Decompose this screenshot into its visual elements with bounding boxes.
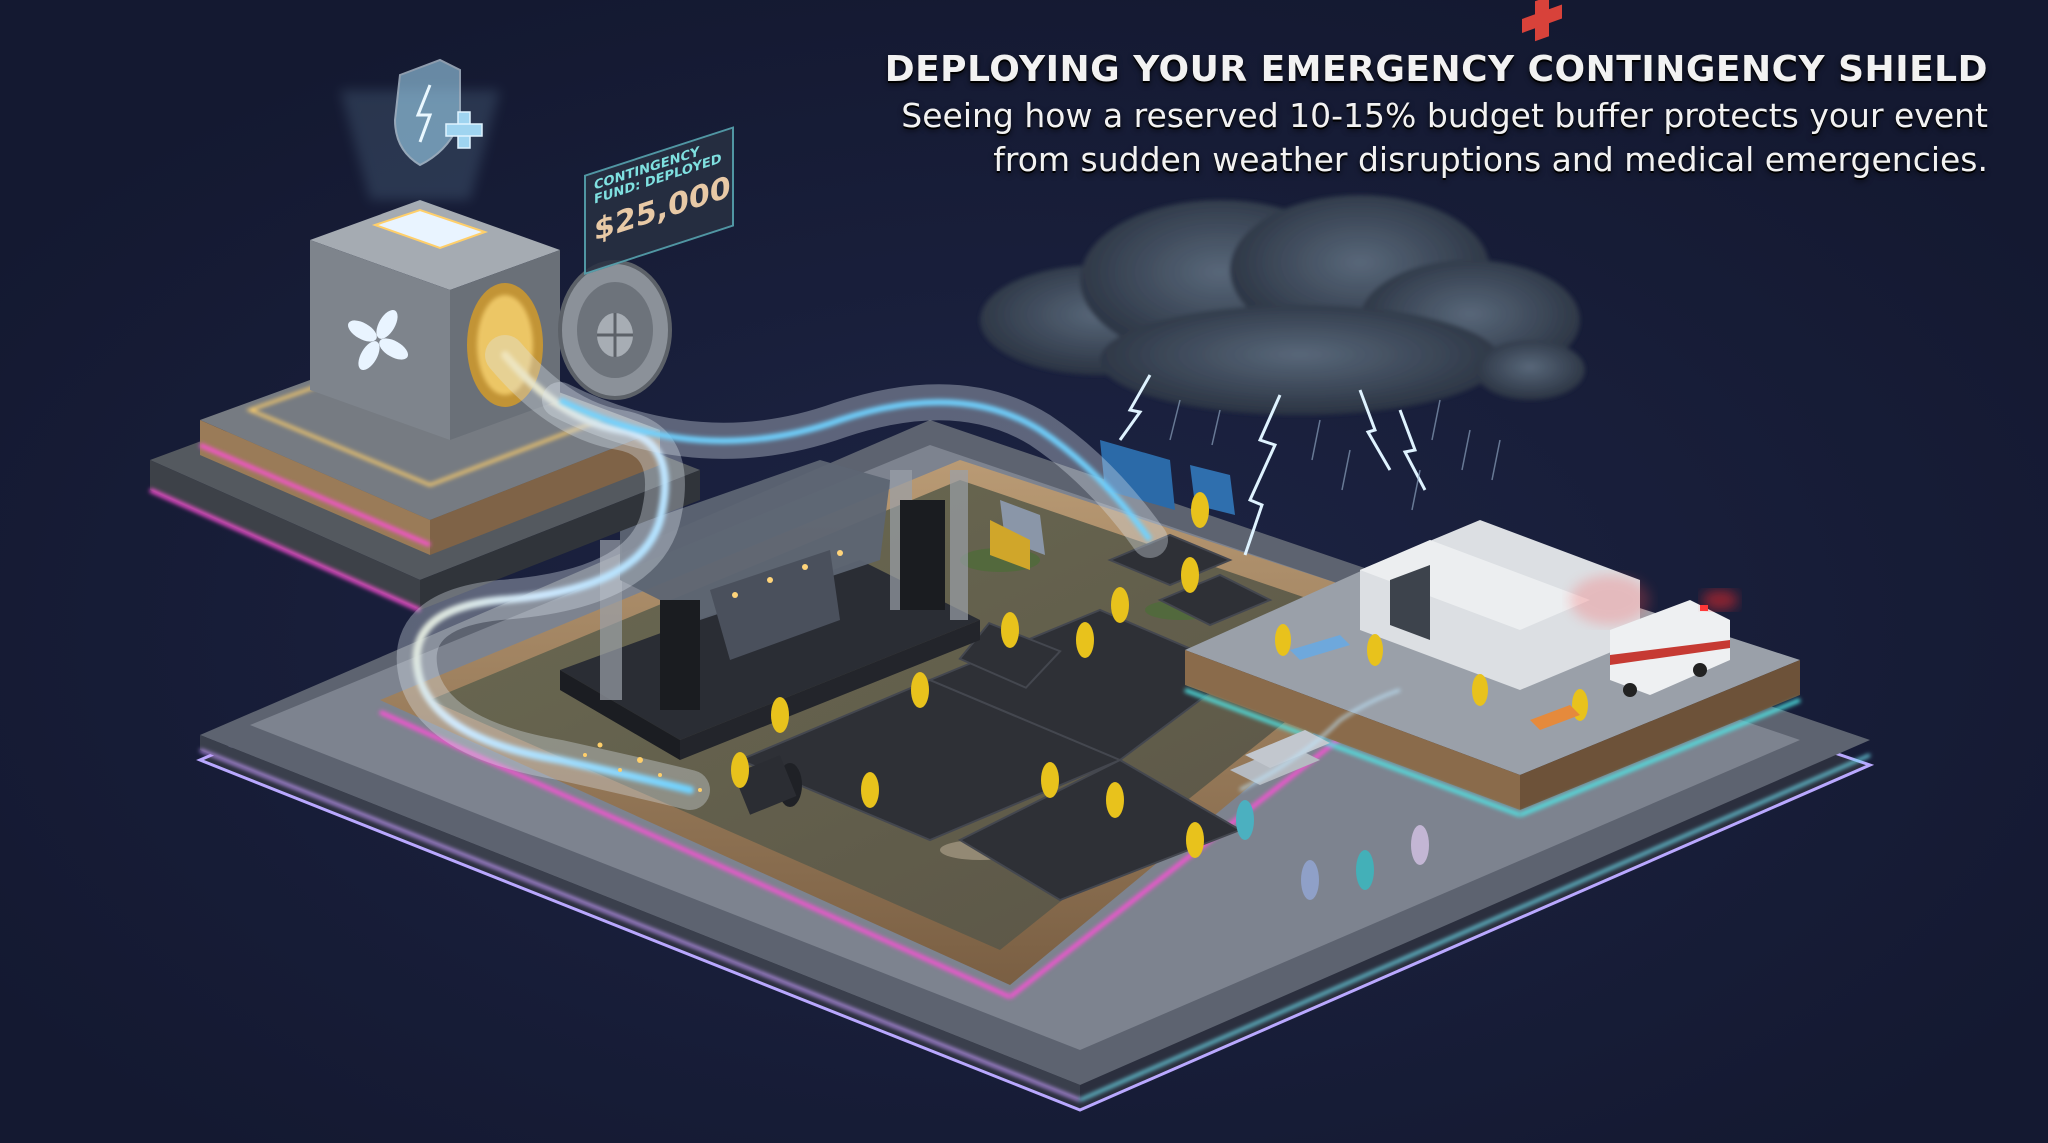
shield-lightning-plus-icon bbox=[340, 58, 500, 200]
header: DEPLOYING YOUR EMERGENCY CONTINGENCY SHI… bbox=[728, 48, 1988, 180]
stretchers bbox=[1290, 635, 1580, 730]
ground-mats bbox=[737, 533, 1273, 902]
four-petal-flower-icon bbox=[347, 309, 409, 371]
red-cross-icon bbox=[1522, 0, 1562, 42]
concert-stage bbox=[560, 460, 980, 760]
subtitle-line-2: from sudden weather disruptions and medi… bbox=[993, 140, 1988, 179]
medical-tent bbox=[1360, 0, 1650, 690]
camping-tents bbox=[990, 440, 1235, 570]
vault-door bbox=[558, 260, 672, 400]
subtitle-line-1: Seeing how a reserved 10-15% budget buff… bbox=[901, 96, 1988, 135]
attendees bbox=[1236, 800, 1429, 900]
mat-roll bbox=[733, 755, 802, 815]
ambulance bbox=[1610, 590, 1738, 697]
page-title: DEPLOYING YOUR EMERGENCY CONTINGENCY SHI… bbox=[884, 49, 1988, 90]
workers bbox=[731, 492, 1209, 858]
vault bbox=[310, 200, 672, 440]
storm-cloud bbox=[980, 195, 1585, 556]
medics bbox=[1275, 624, 1588, 721]
fund-flow-pipe bbox=[396, 335, 1401, 810]
